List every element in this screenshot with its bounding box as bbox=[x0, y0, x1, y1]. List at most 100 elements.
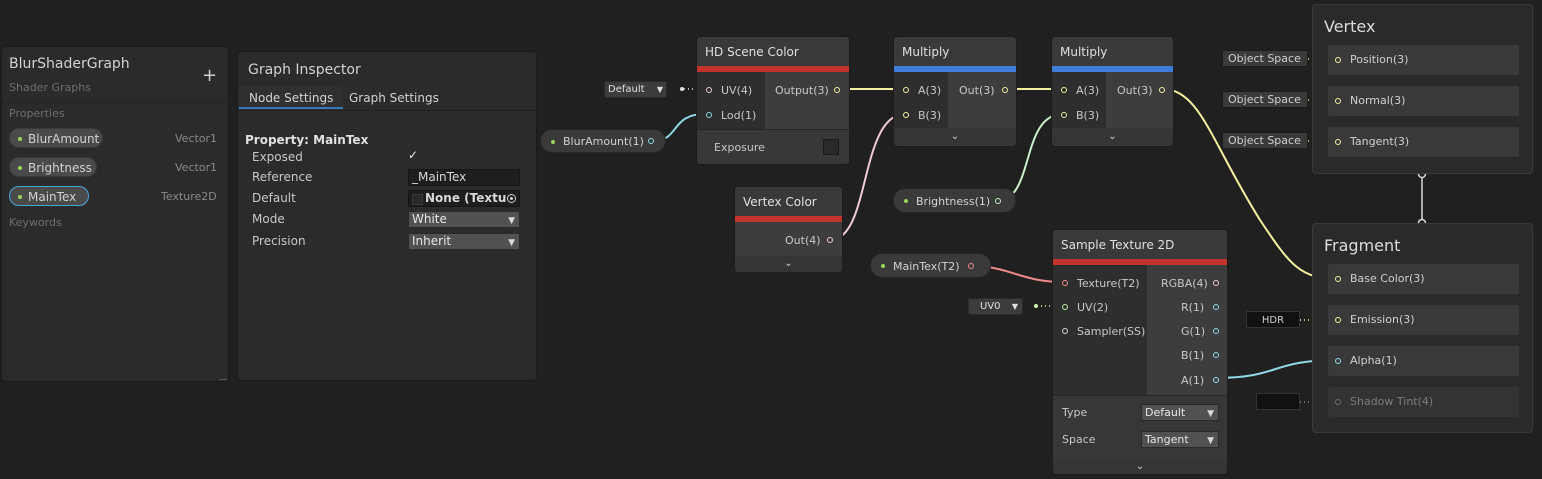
expand-toggle[interactable]: ⌄ bbox=[894, 129, 1016, 145]
precision-value: Inherit bbox=[412, 234, 452, 248]
keywords-section-label: Keywords bbox=[9, 216, 62, 229]
a-input-port[interactable] bbox=[903, 87, 909, 93]
emission-input-port[interactable] bbox=[1335, 317, 1341, 323]
maintex-property-node[interactable]: MainTex(T2) bbox=[870, 253, 991, 278]
a-output-port[interactable] bbox=[1213, 377, 1219, 383]
vector-type-dot bbox=[904, 199, 908, 203]
output-label: Output(3) bbox=[775, 84, 829, 97]
property-name: BlurAmount bbox=[28, 132, 100, 146]
tab-graph-settings[interactable]: Graph Settings bbox=[349, 91, 439, 105]
multiply-node-1[interactable]: Multiply A(3) B(3) Out(3) ⌄ bbox=[893, 36, 1017, 147]
vertex-block: Vertex Position(3) Normal(3) Tangent(3) bbox=[1312, 4, 1533, 174]
shadow-tint-slot[interactable]: Shadow Tint(4) bbox=[1327, 386, 1520, 418]
tab-node-settings[interactable]: Node Settings bbox=[239, 87, 344, 109]
property-pill-maintex[interactable]: MainTex bbox=[9, 186, 89, 206]
mode-value: White bbox=[412, 212, 447, 226]
property-heading: Property: MainTex bbox=[245, 133, 369, 147]
b-input-port[interactable] bbox=[903, 112, 909, 118]
divider bbox=[2, 102, 228, 103]
vector-type-dot bbox=[551, 140, 555, 144]
node-title: Multiply bbox=[894, 37, 1016, 66]
base-color-slot[interactable]: Base Color(3) bbox=[1327, 263, 1520, 295]
expand-toggle[interactable]: ⌄ bbox=[1053, 459, 1227, 474]
exposure-toggle[interactable] bbox=[823, 139, 839, 155]
sampler-input-port[interactable] bbox=[1062, 328, 1068, 334]
texture-input-port[interactable] bbox=[1062, 280, 1068, 286]
exposed-checkbox[interactable]: ✓ bbox=[408, 148, 422, 162]
property-type: Vector1 bbox=[175, 132, 218, 145]
a-output-label: A(1) bbox=[1181, 374, 1205, 387]
resize-handle[interactable] bbox=[219, 379, 227, 380]
expand-toggle[interactable]: ⌄ bbox=[735, 256, 842, 272]
graph-inspector-panel: Graph Inspector Node Settings Graph Sett… bbox=[237, 51, 537, 381]
vertex-color-node[interactable]: Vertex Color Out(4) ⌄ bbox=[734, 186, 843, 273]
hd-scene-color-node[interactable]: HD Scene Color UV(4) Lod(1) Output(3) Ex… bbox=[696, 36, 850, 165]
base-color-input-port[interactable] bbox=[1335, 276, 1341, 282]
property-name: Brightness bbox=[28, 161, 92, 175]
inputs-area bbox=[894, 72, 950, 128]
shadow-tint-input-port[interactable] bbox=[1335, 399, 1341, 405]
add-property-button[interactable]: + bbox=[202, 65, 218, 86]
shadow-tint-color-field[interactable] bbox=[1256, 393, 1300, 410]
node-header-bar bbox=[735, 216, 842, 222]
emission-hdr-field[interactable]: HDR bbox=[1246, 311, 1300, 328]
position-input-port[interactable] bbox=[1335, 57, 1341, 63]
reference-field[interactable]: _MainTex bbox=[408, 169, 520, 186]
mode-dropdown[interactable]: White ▼ bbox=[408, 211, 520, 228]
property-pill-bluramount[interactable]: BlurAmount bbox=[9, 128, 103, 148]
alpha-input-port[interactable] bbox=[1335, 358, 1341, 364]
expand-toggle[interactable]: ⌄ bbox=[1052, 129, 1173, 145]
b-output-port[interactable] bbox=[1213, 352, 1219, 358]
tangent-space-field[interactable]: Object Space bbox=[1222, 132, 1308, 149]
default-texture-field[interactable]: None (Textu bbox=[408, 190, 520, 207]
reference-label: Reference bbox=[252, 170, 313, 184]
tangent-label: Tangent(3) bbox=[1350, 135, 1410, 148]
property-node-label: BlurAmount(1) bbox=[563, 135, 644, 148]
position-slot[interactable]: Position(3) bbox=[1327, 44, 1520, 76]
g-output-port[interactable] bbox=[1213, 328, 1219, 334]
precision-dropdown[interactable]: Inherit ▼ bbox=[408, 233, 520, 250]
rgba-output-port[interactable] bbox=[1213, 280, 1219, 286]
output-port[interactable] bbox=[827, 237, 833, 243]
a-input-port[interactable] bbox=[1061, 87, 1067, 93]
multiply-node-2[interactable]: Multiply A(3) B(3) Out(3) ⌄ bbox=[1051, 36, 1174, 147]
node-header-bar bbox=[894, 66, 1016, 72]
position-space-field[interactable]: Object Space bbox=[1222, 50, 1308, 67]
lod-input-port[interactable] bbox=[706, 112, 712, 118]
normal-slot[interactable]: Normal(3) bbox=[1327, 85, 1520, 117]
fragment-block: Fragment Base Color(3) Emission(3) Alpha… bbox=[1312, 223, 1533, 433]
output-port[interactable] bbox=[995, 198, 1001, 204]
uv0-dropdown[interactable]: UV0 ▼ bbox=[968, 298, 1023, 315]
output-port[interactable] bbox=[834, 87, 840, 93]
tangent-input-port[interactable] bbox=[1335, 139, 1341, 145]
r-output-port[interactable] bbox=[1213, 304, 1219, 310]
normal-input-port[interactable] bbox=[1335, 98, 1341, 104]
normal-space-field[interactable]: Object Space bbox=[1222, 91, 1308, 108]
bluramount-property-node[interactable]: BlurAmount(1) bbox=[540, 129, 666, 153]
brightness-property-node[interactable]: Brightness(1) bbox=[893, 188, 1016, 213]
emission-label: Emission(3) bbox=[1350, 313, 1415, 326]
output-port[interactable] bbox=[648, 138, 654, 144]
uv-input-label: UV(4) bbox=[721, 84, 753, 97]
sample-texture-2d-node[interactable]: Sample Texture 2D Texture(T2) UV(2) Samp… bbox=[1052, 229, 1228, 475]
inputs-area bbox=[697, 72, 767, 129]
alpha-slot[interactable]: Alpha(1) bbox=[1327, 345, 1520, 377]
property-pill-brightness[interactable]: Brightness bbox=[9, 157, 97, 177]
uv-input-port[interactable] bbox=[1062, 304, 1068, 310]
uv-input-port[interactable] bbox=[706, 87, 712, 93]
r-output-label: R(1) bbox=[1181, 301, 1205, 314]
tangent-slot[interactable]: Tangent(3) bbox=[1327, 126, 1520, 158]
inputs-area bbox=[1053, 265, 1149, 395]
object-picker-icon[interactable] bbox=[507, 194, 516, 203]
vector-type-dot bbox=[18, 166, 22, 170]
type-dropdown[interactable]: Default ▼ bbox=[1141, 404, 1219, 421]
output-port[interactable] bbox=[968, 263, 974, 269]
b-input-port[interactable] bbox=[1061, 112, 1067, 118]
emission-slot[interactable]: Emission(3) bbox=[1327, 304, 1520, 336]
uv-default-dropdown[interactable]: Default ▼ bbox=[604, 81, 667, 98]
output-port[interactable] bbox=[1159, 87, 1165, 93]
uv-input-label: UV(2) bbox=[1077, 301, 1109, 314]
space-dropdown[interactable]: Tangent ▼ bbox=[1141, 431, 1219, 448]
exposed-label: Exposed bbox=[252, 150, 303, 164]
output-port[interactable] bbox=[1002, 87, 1008, 93]
